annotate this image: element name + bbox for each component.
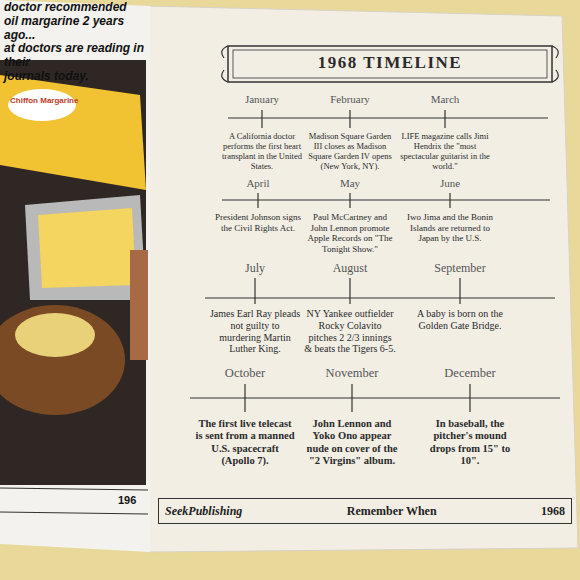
ad-headline: doctor recommendedoil margarine 2 years …: [4, 1, 146, 84]
event-text: John Lennon and Yoko Ono appear nude on …: [302, 418, 402, 468]
month-name: October: [225, 366, 265, 381]
hand: [130, 250, 148, 360]
month-name: July: [245, 261, 265, 275]
right-page: [146, 6, 578, 552]
month-name: March: [431, 93, 460, 106]
potato-butter: [15, 313, 95, 357]
left-page: [0, 0, 150, 552]
event-text: President Johnson signs the Civil Rights…: [215, 212, 301, 233]
event-text: Madison Square Garden III closes as Madi…: [308, 131, 392, 171]
month-name: May: [340, 177, 360, 190]
ad-headline-line: oil margarine 2 years ago...: [4, 15, 146, 43]
ad-headline-line: doctor recommended: [4, 1, 146, 15]
page-number: 1968: [541, 504, 565, 519]
month-name: January: [245, 93, 279, 106]
month-name: August: [333, 261, 368, 275]
tub: [25, 195, 146, 300]
event-text: NY Yankee outfielder Rocky Colavito pitc…: [304, 308, 396, 355]
month-name: April: [246, 177, 269, 190]
event-text: The first live telecast is sent from a m…: [195, 418, 295, 468]
margarine-box: [0, 75, 146, 190]
month-name: November: [326, 366, 379, 381]
margarine: [38, 208, 136, 288]
footer-band: SeekPublishing Remember When 1968: [158, 498, 572, 524]
timeline-title: 1968 TIMELINE: [318, 53, 462, 73]
page-rule: [0, 488, 148, 490]
event-text: LIFE magazine calls Jimi Hendrix the "mo…: [400, 131, 490, 171]
event-text: A California doctor performs the first h…: [220, 131, 304, 171]
series-name: Remember When: [347, 504, 437, 519]
month-name: February: [330, 93, 370, 106]
title-banner: [222, 46, 559, 82]
month-name: September: [434, 261, 485, 275]
event-text: Iwo Jima and the Bonin Islands are retur…: [404, 212, 496, 244]
month-name: December: [444, 366, 495, 381]
page-number: 196: [118, 494, 136, 507]
event-text: Paul McCartney and John Lennon promote A…: [305, 212, 395, 254]
event-text: In baseball, the pitcher's mound drops f…: [420, 418, 520, 468]
page-rule: [0, 512, 148, 514]
ad-headline-line: at doctors are reading in their: [4, 42, 146, 70]
ad-brand: Chiffon Margarine: [10, 96, 78, 105]
ad-headline-line: journals today.: [4, 70, 146, 84]
event-text: A baby is born on the Golden Gate Bridge…: [412, 308, 508, 332]
timeline-axes: [190, 110, 560, 412]
publisher-name: SeekPublishing: [165, 504, 242, 519]
potato: [0, 305, 125, 415]
month-name: June: [440, 177, 460, 190]
event-text: James Earl Ray pleads not guilty to murd…: [209, 308, 301, 355]
ad-photo: [0, 60, 146, 485]
